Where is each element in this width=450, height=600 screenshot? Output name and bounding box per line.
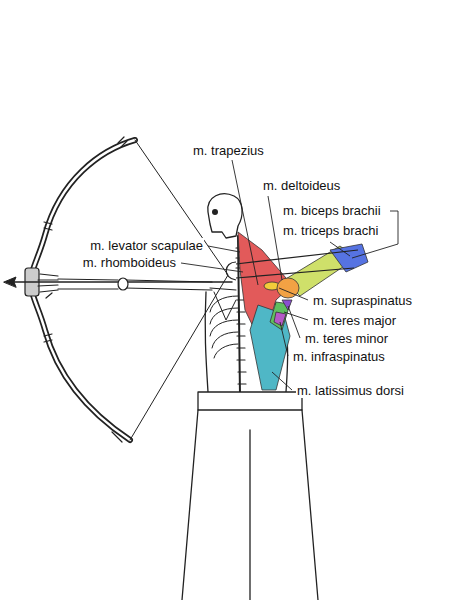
latissimus-muscle	[250, 305, 290, 390]
muscle-label: m. biceps brachii	[282, 203, 382, 218]
pants	[182, 410, 318, 600]
leader-line	[280, 322, 288, 356]
leader-line	[288, 306, 300, 338]
scapula	[210, 288, 236, 320]
muscle-label: m. infraspinatus	[292, 349, 386, 364]
leader-line	[284, 312, 308, 320]
muscle-label: m. teres major	[312, 313, 397, 328]
muscle-label: m. triceps brachi	[282, 223, 379, 238]
leader-line	[181, 263, 243, 272]
elbow-joint	[118, 278, 128, 290]
muscle-label: m. teres minor	[304, 331, 389, 346]
skull-eye	[212, 209, 218, 215]
humerus	[125, 280, 212, 290]
bow-limb	[32, 140, 135, 440]
muscle-label: m. rhomboideus	[82, 255, 177, 270]
forearm-bones	[58, 279, 118, 289]
teres-minor-muscle	[282, 300, 292, 310]
torso-outline	[205, 292, 208, 392]
hand-bones	[38, 274, 58, 298]
muscle-label: m. latissimus dorsi	[296, 383, 405, 398]
leader-line	[330, 242, 350, 256]
muscle-label: m. levator scapulae	[89, 238, 204, 253]
leader-line	[232, 160, 258, 285]
waistband	[198, 392, 302, 410]
arrow-head	[4, 277, 16, 287]
bow-limb	[32, 140, 135, 440]
leader-line	[272, 372, 292, 390]
triceps-muscle	[330, 244, 368, 272]
muscle-label: m. supraspinatus	[312, 293, 413, 308]
leader-line	[279, 288, 308, 300]
leader-line	[268, 196, 282, 280]
bow-wrap	[44, 137, 127, 442]
muscle-label: m. trapezius	[192, 143, 265, 158]
muscle-label: m. deltoideus	[262, 178, 341, 193]
leader-line	[208, 246, 240, 252]
forearm-outline	[236, 250, 358, 278]
skull	[208, 194, 242, 238]
